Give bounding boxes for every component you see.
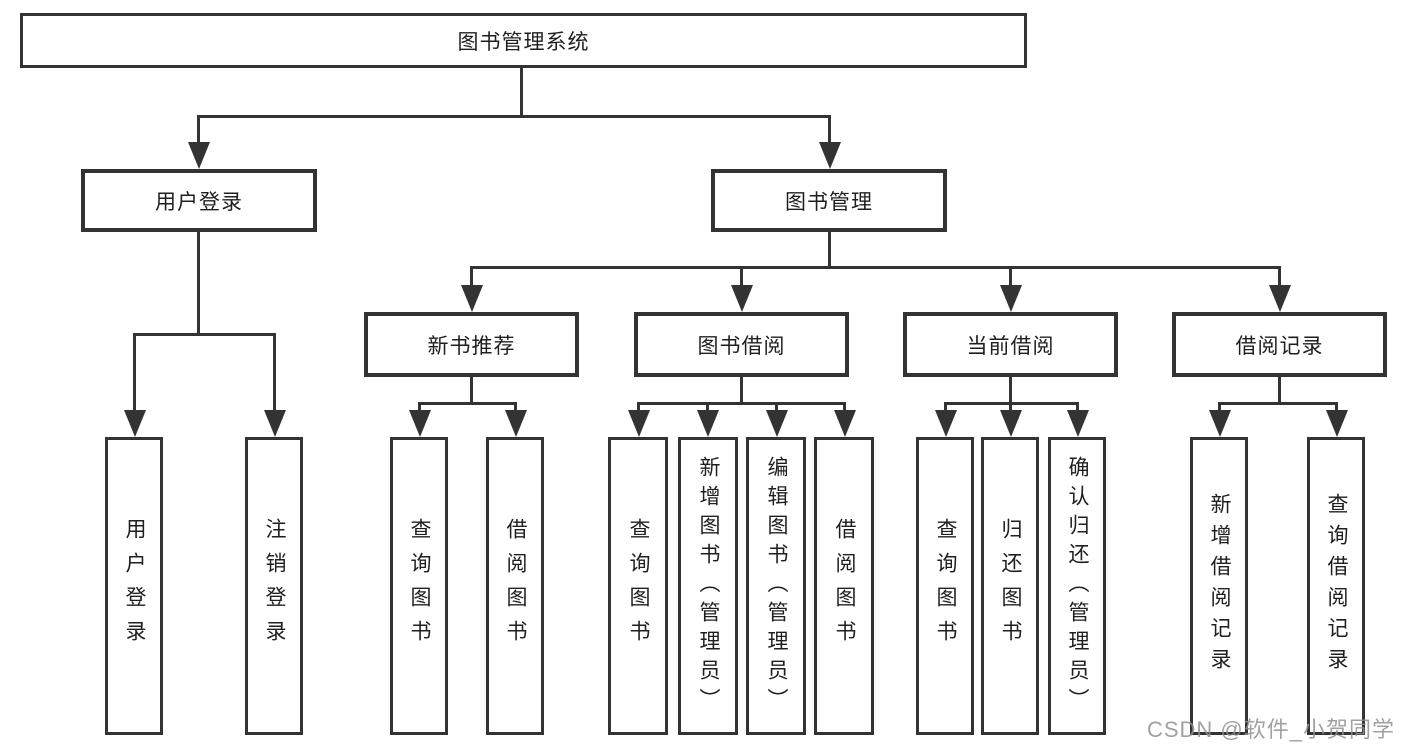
arrow-cb-query-icon bbox=[935, 410, 957, 437]
node-bb-query-books-label: 查询图书 bbox=[627, 518, 650, 654]
connector-user-login-stub bbox=[197, 232, 200, 336]
node-book-borrow-label: 图书借阅 bbox=[697, 334, 786, 358]
connector-book-borrow-stub bbox=[740, 376, 743, 405]
connector-borrow-record-stub bbox=[1278, 376, 1281, 405]
node-book-mgmt: 图书管理 bbox=[711, 169, 947, 232]
node-logout-action: 注销登录 bbox=[245, 437, 303, 735]
node-borrow-record-label: 借阅记录 bbox=[1235, 334, 1324, 358]
node-cb-query-books: 查询图书 bbox=[916, 437, 974, 735]
connector-drop-cb-confirm bbox=[1076, 402, 1079, 414]
arrow-br-query-icon bbox=[1326, 410, 1348, 437]
node-bb-borrow-books: 借阅图书 bbox=[814, 437, 874, 735]
connector-current-borrow-stub bbox=[1009, 376, 1012, 405]
node-current-borrow: 当前借阅 bbox=[903, 312, 1118, 377]
node-bb-borrow-books-label: 借阅图书 bbox=[833, 518, 856, 654]
node-br-add-record-label: 新增借阅记录 bbox=[1208, 493, 1231, 679]
connector-drop-book-borrow bbox=[740, 266, 743, 288]
node-root-label: 图书管理系统 bbox=[457, 30, 590, 54]
arrow-br-add-icon bbox=[1209, 410, 1231, 437]
node-cb-return-books-label: 归还图书 bbox=[999, 518, 1022, 654]
node-bb-edit-books: 编辑图书（管理员） bbox=[746, 437, 806, 735]
arrow-bb-add-icon bbox=[697, 410, 719, 437]
node-cb-confirm-return-label: 确认归还（管理员） bbox=[1066, 455, 1089, 717]
connector-drop-rec-borrow bbox=[514, 402, 517, 414]
connector-book-borrow-hline bbox=[637, 402, 846, 405]
arrow-cb-confirm-icon bbox=[1067, 410, 1089, 437]
arrow-current-borrow-icon bbox=[1000, 285, 1022, 312]
arrow-borrow-record-icon bbox=[1269, 285, 1291, 312]
node-new-book-rec-label: 新书推荐 bbox=[427, 334, 516, 358]
connector-new-book-rec-stub bbox=[470, 376, 473, 405]
node-rec-borrow-books: 借阅图书 bbox=[486, 437, 544, 735]
connector-drop-bb-query bbox=[637, 402, 640, 414]
connector-book-mgmt-stub bbox=[828, 232, 831, 269]
node-user-login-label: 用户登录 bbox=[155, 190, 243, 214]
arrow-bb-query-icon bbox=[628, 410, 650, 437]
arrow-logout-action-icon bbox=[264, 410, 286, 437]
connector-drop-logout-action bbox=[273, 333, 276, 413]
connector-drop-borrow-record bbox=[1278, 266, 1281, 288]
node-bb-add-books: 新增图书（管理员） bbox=[678, 437, 738, 735]
node-book-mgmt-label: 图书管理 bbox=[785, 190, 873, 214]
node-user-login: 用户登录 bbox=[81, 169, 317, 232]
connector-drop-user-login bbox=[197, 115, 200, 145]
connector-drop-cb-query bbox=[944, 402, 947, 414]
connector-new-book-rec-hline bbox=[418, 402, 517, 405]
connector-root-stub bbox=[520, 68, 523, 118]
arrow-cb-return-icon bbox=[1000, 410, 1022, 437]
node-bb-edit-books-label: 编辑图书（管理员） bbox=[765, 455, 788, 717]
arrow-new-book-rec-icon bbox=[461, 285, 483, 312]
arrow-rec-borrow-icon bbox=[505, 410, 527, 437]
connector-drop-new-book-rec bbox=[470, 266, 473, 288]
arrow-book-borrow-icon bbox=[731, 285, 753, 312]
connector-drop-current-borrow bbox=[1009, 266, 1012, 288]
arrow-book-mgmt-icon bbox=[819, 142, 841, 169]
arrow-user-login-icon bbox=[188, 142, 210, 169]
node-bb-add-books-label: 新增图书（管理员） bbox=[697, 455, 720, 717]
node-book-borrow: 图书借阅 bbox=[634, 312, 849, 377]
connector-drop-bb-borrow bbox=[843, 402, 846, 414]
node-borrow-record: 借阅记录 bbox=[1172, 312, 1387, 377]
node-br-add-record: 新增借阅记录 bbox=[1190, 437, 1248, 735]
arrow-bb-edit-icon bbox=[766, 410, 788, 437]
node-bb-query-books: 查询图书 bbox=[608, 437, 668, 735]
node-login-action-label: 用户登录 bbox=[123, 518, 146, 654]
node-br-query-record: 查询借阅记录 bbox=[1307, 437, 1365, 735]
connector-drop-book-mgmt bbox=[828, 115, 831, 145]
connector-drop-bb-edit bbox=[775, 402, 778, 414]
node-cb-confirm-return: 确认归还（管理员） bbox=[1048, 437, 1106, 735]
connector-root-hline bbox=[197, 115, 831, 118]
node-cb-return-books: 归还图书 bbox=[981, 437, 1039, 735]
connector-drop-br-query bbox=[1335, 402, 1338, 414]
node-root: 图书管理系统 bbox=[20, 13, 1027, 68]
connector-drop-cb-return bbox=[1009, 402, 1012, 414]
node-new-book-rec: 新书推荐 bbox=[364, 312, 579, 377]
arrow-rec-query-icon bbox=[409, 410, 431, 437]
node-logout-action-label: 注销登录 bbox=[263, 518, 286, 654]
arrow-bb-borrow-icon bbox=[834, 410, 856, 437]
connector-drop-br-add bbox=[1218, 402, 1221, 414]
connector-user-login-hline bbox=[133, 333, 276, 336]
node-rec-borrow-books-label: 借阅图书 bbox=[504, 518, 527, 654]
connector-drop-bb-add bbox=[706, 402, 709, 414]
watermark: CSDN @软件_小贺同学 bbox=[1146, 717, 1395, 742]
arrow-login-action-icon bbox=[124, 410, 146, 437]
node-login-action: 用户登录 bbox=[105, 437, 163, 735]
connector-borrow-record-hline bbox=[1218, 402, 1338, 405]
connector-drop-rec-query bbox=[418, 402, 421, 414]
node-current-borrow-label: 当前借阅 bbox=[966, 334, 1055, 358]
node-rec-query-books-label: 查询图书 bbox=[408, 518, 431, 654]
node-br-query-record-label: 查询借阅记录 bbox=[1325, 493, 1348, 679]
node-cb-query-books-label: 查询图书 bbox=[934, 518, 957, 654]
connector-book-mgmt-hline bbox=[470, 266, 1281, 269]
node-rec-query-books: 查询图书 bbox=[390, 437, 448, 735]
connector-drop-login-action bbox=[133, 333, 136, 413]
